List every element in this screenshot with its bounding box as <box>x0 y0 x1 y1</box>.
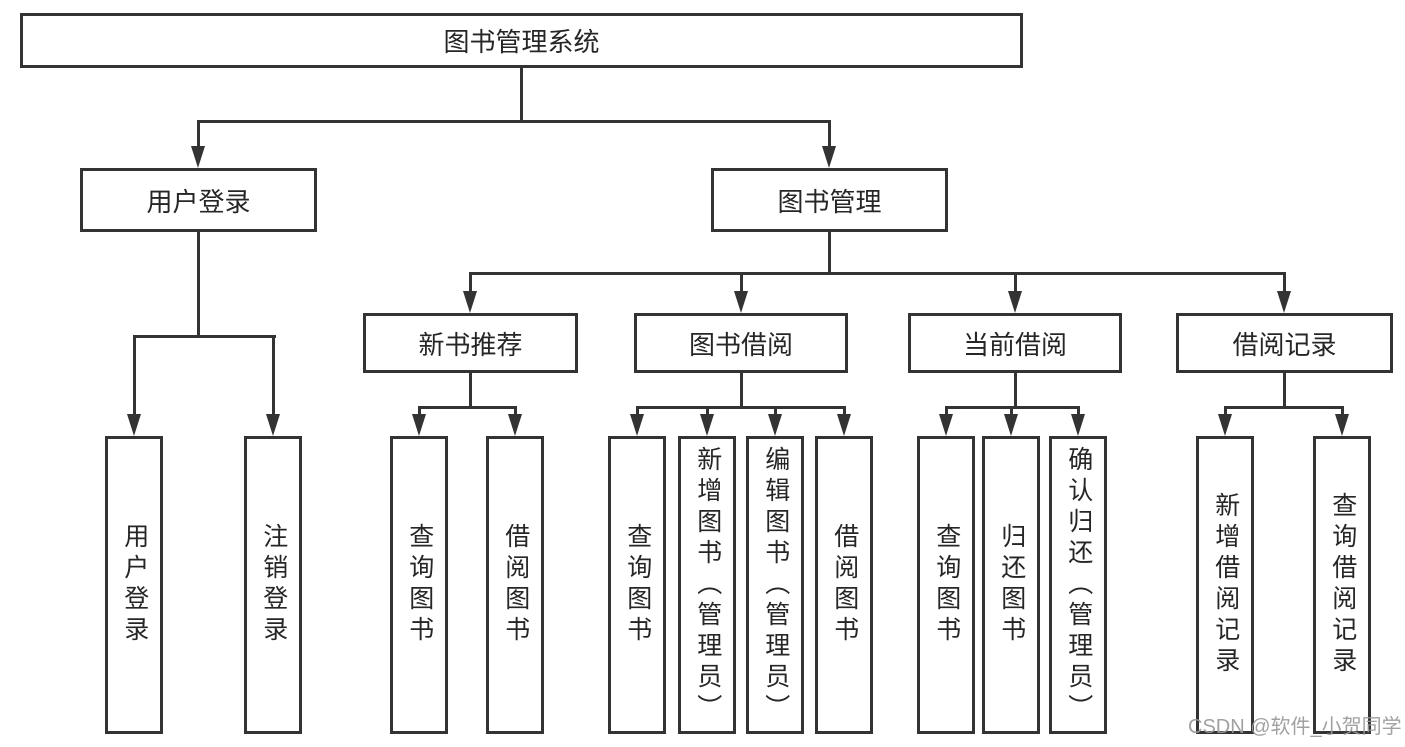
connector-g3-a3-shaft <box>774 406 777 416</box>
leaf-records-query-record-label: 查询借阅记录 <box>1328 492 1357 678</box>
arrowhead-g2-a2-icon <box>508 414 522 436</box>
arrowhead-recommend-icon <box>463 291 477 313</box>
node-new-book-recommend: 新书推荐 <box>363 313 578 373</box>
leaf-borrowing-borrow-books-label: 借阅图书 <box>830 523 859 647</box>
arrowhead-leaf-logout-icon <box>266 414 280 436</box>
connector-g3-bar <box>636 406 845 409</box>
node-borrowing-records: 借阅记录 <box>1176 313 1393 373</box>
node-book-management-label: 图书管理 <box>777 186 882 217</box>
arrowhead-g4-a1-icon <box>939 414 953 436</box>
connector-leaf-logout-shaft <box>272 335 275 417</box>
node-root: 图书管理系统 <box>20 13 1023 68</box>
arrowhead-records-icon <box>1277 291 1291 313</box>
connector-bookmgmt-bar <box>469 272 1286 275</box>
connector-arrow-user-login-shaft <box>197 120 200 150</box>
leaf-borrowing-borrow-books: 借阅图书 <box>815 436 873 734</box>
arrowhead-current-icon <box>1008 291 1022 313</box>
connector-g4-a1-shaft <box>945 406 948 416</box>
connector-g3-a4-shaft <box>843 406 846 416</box>
connector-g5-stem <box>1283 373 1286 409</box>
connector-g5-bar <box>1224 406 1343 409</box>
leaf-current-query-books-label: 查询图书 <box>932 523 961 647</box>
arrowhead-book-mgmt-icon <box>822 146 836 168</box>
leaf-records-query-record: 查询借阅记录 <box>1313 436 1371 734</box>
connector-leaf-login-shaft <box>133 335 136 417</box>
arrowhead-g2-a1-icon <box>412 414 426 436</box>
arrowhead-borrowing-icon <box>734 291 748 313</box>
connector-g4-stem <box>1014 373 1017 409</box>
node-current-borrowing: 当前借阅 <box>908 313 1122 373</box>
leaf-current-confirm-return-admin-label: 确认归还（管理员） <box>1064 445 1093 725</box>
connector-g5-a1-shaft <box>1224 406 1227 416</box>
connector-arrow-book-mgmt-shaft <box>828 120 831 150</box>
connector-g4-a2-shaft <box>1010 406 1013 416</box>
connector-userlogin-stem <box>197 232 200 338</box>
leaf-borrowing-add-books-admin: 新增图书（管理员） <box>678 436 736 734</box>
node-new-book-recommend-label: 新书推荐 <box>418 329 523 360</box>
connector-g3-a1-shaft <box>636 406 639 416</box>
node-borrowing-records-label: 借阅记录 <box>1232 329 1337 360</box>
connector-g2-a1-shaft <box>418 406 421 416</box>
connector-bookmgmt-stem <box>828 232 831 275</box>
node-user-login: 用户登录 <box>80 168 317 232</box>
arrowhead-g4-a2-icon <box>1004 414 1018 436</box>
connector-userlogin-bar <box>133 335 276 338</box>
connector-g4-a3-shaft <box>1077 406 1080 416</box>
leaf-logout-label: 注销登录 <box>259 523 288 647</box>
leaf-current-confirm-return-admin: 确认归还（管理员） <box>1049 436 1107 734</box>
connector-g3-a2-shaft <box>706 406 709 416</box>
leaf-borrowing-edit-books-admin: 编辑图书（管理员） <box>746 436 804 734</box>
connector-arrow-records-shaft <box>1283 272 1286 295</box>
connector-g2-bar <box>418 406 517 409</box>
leaf-borrowing-query-books: 查询图书 <box>608 436 666 734</box>
node-book-management: 图书管理 <box>711 168 948 232</box>
arrowhead-g3-a1-icon <box>630 414 644 436</box>
arrowhead-g3-a4-icon <box>837 414 851 436</box>
arrowhead-g4-a3-icon <box>1071 414 1085 436</box>
leaf-user-login: 用户登录 <box>105 436 163 734</box>
connector-g3-stem <box>740 373 743 409</box>
leaf-records-add-record-label: 新增借阅记录 <box>1211 492 1240 678</box>
connector-g5-a2-shaft <box>1341 406 1344 416</box>
leaf-recommend-query-books-label: 查询图书 <box>405 523 434 647</box>
leaf-current-return-books: 归还图书 <box>982 436 1040 734</box>
arrowhead-user-login-icon <box>191 146 205 168</box>
connector-g2-stem <box>469 373 472 409</box>
leaf-current-return-books-label: 归还图书 <box>997 523 1026 647</box>
leaf-borrowing-query-books-label: 查询图书 <box>623 523 652 647</box>
csdn-watermark: CSDN @软件_小贺同学 <box>1188 716 1402 738</box>
connector-arrow-current-shaft <box>1014 272 1017 295</box>
connector-g2-a2-shaft <box>514 406 517 416</box>
node-book-borrowing: 图书借阅 <box>634 313 848 373</box>
node-root-label: 图书管理系统 <box>443 27 600 57</box>
connector-arrow-recommend-shaft <box>469 272 472 295</box>
node-book-borrowing-label: 图书借阅 <box>688 329 793 360</box>
node-user-login-label: 用户登录 <box>146 186 251 217</box>
arrowhead-g5-a1-icon <box>1218 414 1232 436</box>
arrowhead-g3-a2-icon <box>700 414 714 436</box>
leaf-borrowing-add-books-admin-label: 新增图书（管理员） <box>693 445 722 725</box>
leaf-current-query-books: 查询图书 <box>917 436 975 734</box>
leaf-records-add-record: 新增借阅记录 <box>1196 436 1254 734</box>
connector-root-bar <box>197 120 831 123</box>
arrowhead-g3-a3-icon <box>768 414 782 436</box>
leaf-recommend-borrow-books: 借阅图书 <box>486 436 544 734</box>
leaf-recommend-borrow-books-label: 借阅图书 <box>501 523 530 647</box>
node-current-borrowing-label: 当前借阅 <box>962 329 1067 360</box>
leaf-logout: 注销登录 <box>244 436 302 734</box>
connector-root-stem <box>520 68 523 123</box>
leaf-user-login-label: 用户登录 <box>120 523 149 647</box>
leaf-recommend-query-books: 查询图书 <box>390 436 448 734</box>
arrowhead-g5-a2-icon <box>1335 414 1349 436</box>
leaf-borrowing-edit-books-admin-label: 编辑图书（管理员） <box>761 445 790 725</box>
connector-arrow-borrowing-shaft <box>740 272 743 295</box>
arrowhead-leaf-login-icon <box>127 414 141 436</box>
